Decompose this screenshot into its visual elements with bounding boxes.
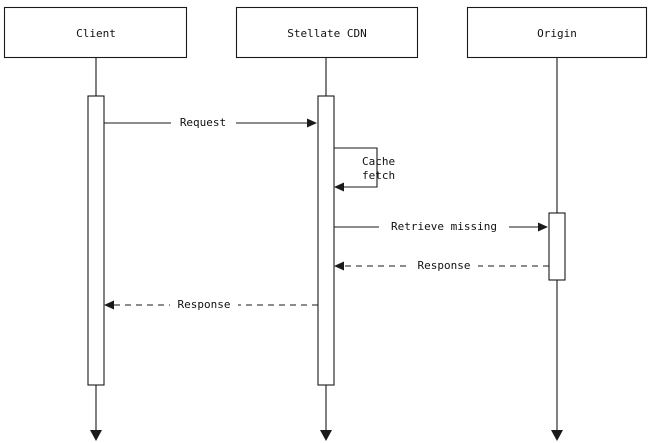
- participant-label-cdn: Stellate CDN: [287, 27, 366, 40]
- message-request-label: Request: [180, 116, 226, 129]
- lifeline-end-arrow-cdn: [320, 430, 332, 441]
- message-client-response-arrowhead: [104, 300, 114, 310]
- message-request[interactable]: Request: [104, 116, 317, 130]
- participant-cdn[interactable]: Stellate CDN: [235, 6, 419, 59]
- message-origin-response-label: Response: [418, 259, 471, 272]
- participant-box-cdn[interactable]: [235, 6, 419, 59]
- message-retrieve-missing[interactable]: Retrieve missing: [334, 220, 548, 234]
- message-origin-response[interactable]: Response: [334, 259, 549, 273]
- message-cache-fetch[interactable]: Cache fetch: [334, 147, 395, 192]
- participant-origin[interactable]: Origin: [466, 6, 648, 59]
- message-cache-fetch-label-line1: Cache: [362, 155, 395, 168]
- message-client-response-label-bg: [170, 298, 238, 312]
- lifeline-end-arrow-origin: [551, 430, 563, 441]
- message-request-label-bg: [171, 116, 236, 130]
- message-origin-response-arrowhead: [334, 261, 344, 271]
- activation-bar-client: [87, 95, 105, 386]
- message-retrieve-missing-arrowhead: [538, 222, 548, 232]
- message-cache-fetch-line: [334, 147, 378, 188]
- lifeline-end-arrow-client: [90, 430, 102, 441]
- message-retrieve-missing-label-bg: [379, 220, 509, 234]
- message-client-response-label: Response: [178, 298, 231, 311]
- participant-box-client[interactable]: [3, 6, 188, 59]
- activation-bars-group: [87, 95, 566, 386]
- message-origin-response-label-bg: [410, 259, 478, 273]
- participant-label-origin: Origin: [537, 27, 577, 40]
- participant-label-client: Client: [76, 27, 116, 40]
- message-request-arrowhead: [307, 118, 317, 128]
- participant-client[interactable]: Client: [3, 6, 188, 59]
- message-cache-fetch-arrowhead: [334, 182, 344, 192]
- message-retrieve-missing-label: Retrieve missing: [391, 220, 497, 233]
- message-client-response[interactable]: Response: [104, 298, 318, 312]
- activation-bar-cdn: [317, 95, 335, 386]
- activation-bar-origin: [548, 212, 566, 281]
- message-cache-fetch-label-line2: fetch: [362, 169, 395, 182]
- participant-box-origin[interactable]: [466, 6, 648, 59]
